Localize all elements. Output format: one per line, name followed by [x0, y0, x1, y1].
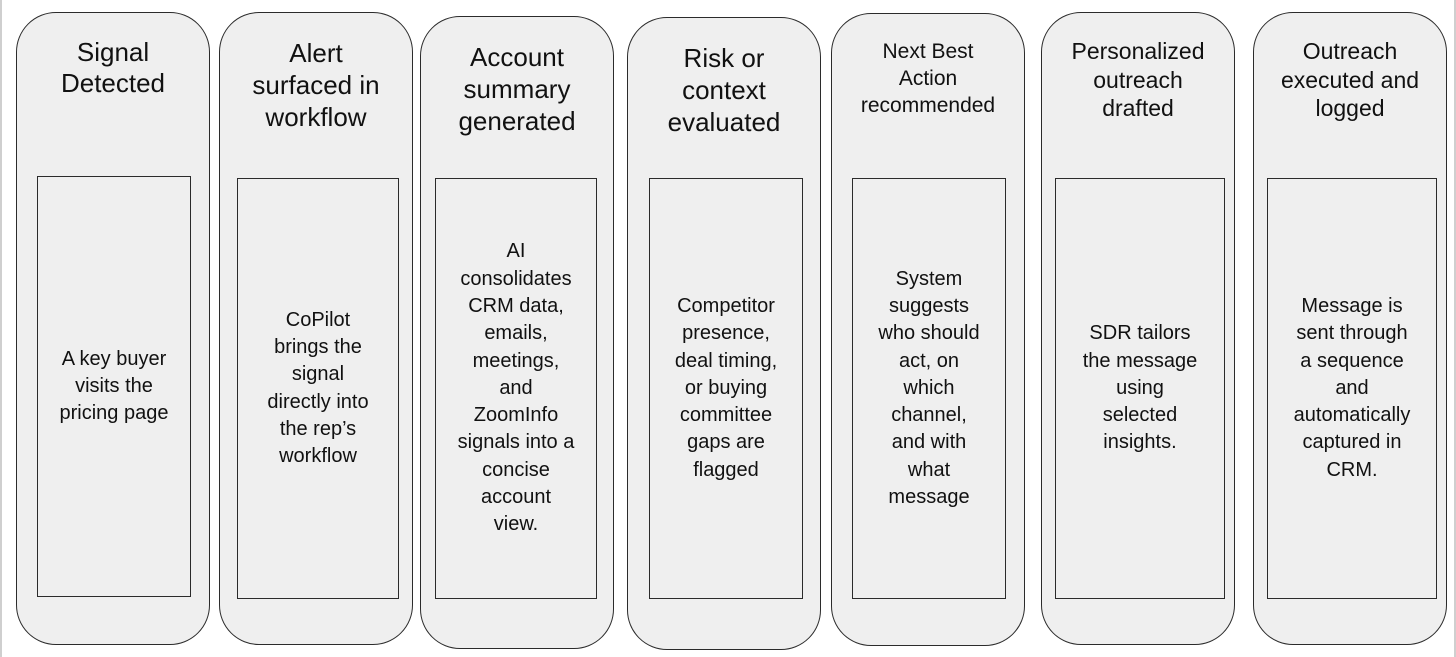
frame-border-left	[0, 0, 2, 657]
stage-description: Competitor presence, deal timing, or buy…	[674, 294, 778, 481]
stage-title: Next Best Action recommended	[860, 40, 996, 117]
stage-lane-outreach-drafted: Personalized outreach drafted SDR tailor…	[1041, 12, 1235, 645]
stage-description: AI consolidates CRM data, emails, meetin…	[457, 240, 575, 536]
stage-description: A key buyer visits the pricing page	[59, 347, 169, 425]
stage-title: Signal Detected	[60, 37, 166, 98]
stage-lane-alert-surfaced: Alert surfaced in workflow CoPilot bring…	[219, 12, 413, 645]
stage-lane-next-best-action: Next Best Action recommended System sugg…	[831, 13, 1025, 646]
stage-description-box: System suggests who should act, on which…	[852, 178, 1006, 599]
stage-title: Account summary generated	[458, 42, 576, 136]
stage-lane-risk-evaluated: Risk or context evaluated Competitor pre…	[627, 17, 821, 650]
stage-description-box: Message is sent through a sequence and a…	[1267, 178, 1437, 599]
stage-description: System suggests who should act, on which…	[878, 267, 980, 509]
stage-title: Outreach executed and logged	[1280, 38, 1420, 121]
stage-lane-signal-detected: Signal Detected A key buyer visits the p…	[16, 12, 210, 645]
stage-description-box: Competitor presence, deal timing, or buy…	[649, 178, 803, 599]
stage-description-box: A key buyer visits the pricing page	[37, 176, 191, 597]
stage-title: Alert surfaced in workflow	[252, 38, 380, 132]
stage-lane-account-summary: Account summary generated AI consolidate…	[420, 16, 614, 649]
stage-description-box: SDR tailors the message using selected i…	[1055, 178, 1225, 599]
stage-description-box: AI consolidates CRM data, emails, meetin…	[435, 178, 597, 599]
stage-description: Message is sent through a sequence and a…	[1293, 294, 1411, 481]
stage-title: Risk or context evaluated	[667, 43, 781, 137]
stage-title: Personalized outreach drafted	[1071, 38, 1205, 121]
stage-description: CoPilot brings the signal directly into …	[267, 308, 369, 468]
stage-lane-outreach-executed: Outreach executed and logged Message is …	[1253, 12, 1447, 645]
stage-description: SDR tailors the message using selected i…	[1082, 322, 1198, 454]
stage-description-box: CoPilot brings the signal directly into …	[237, 178, 399, 599]
frame-border-right	[1454, 0, 1456, 657]
